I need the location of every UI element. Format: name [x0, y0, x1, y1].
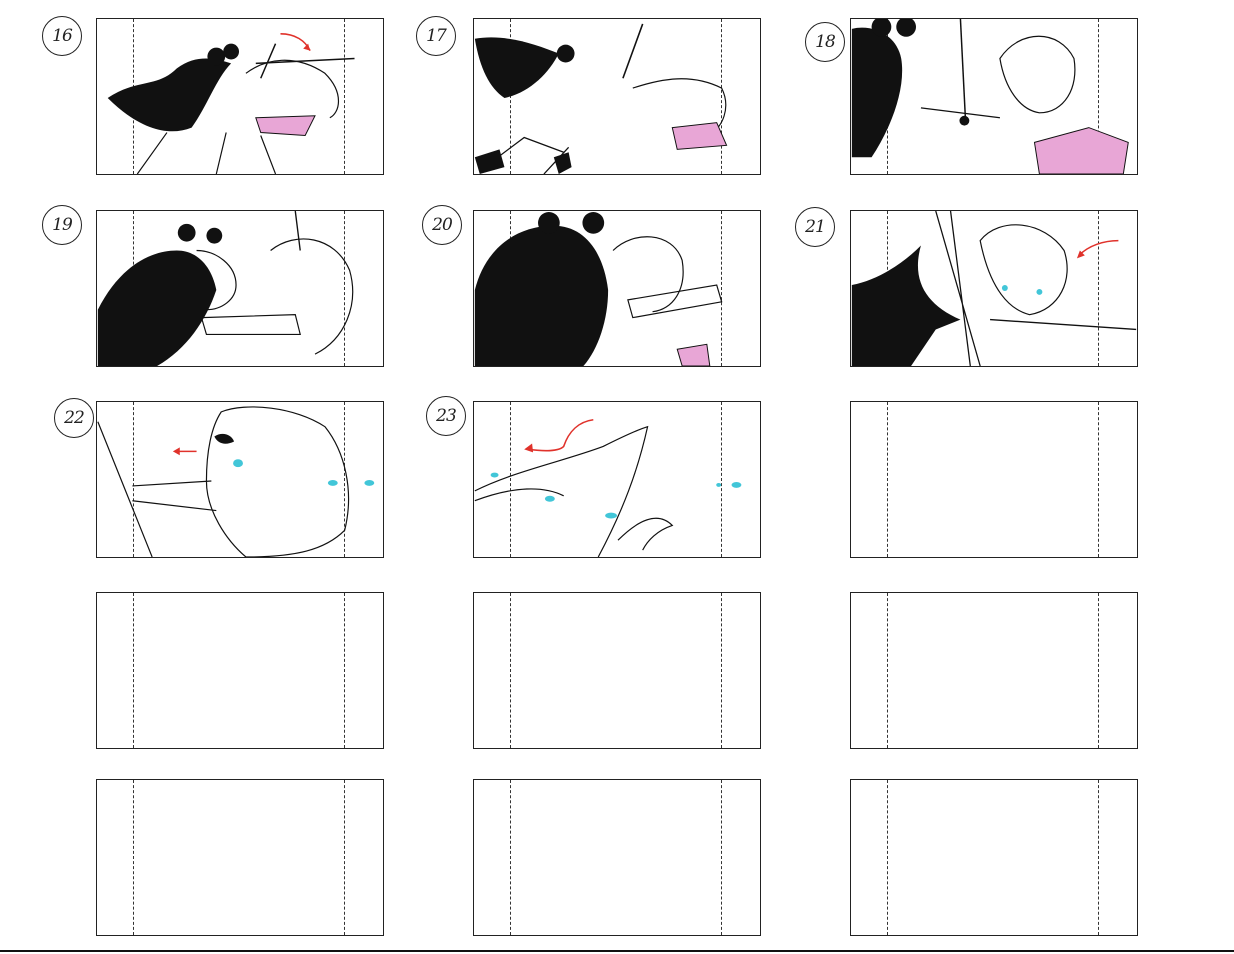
storyboard-panel-18[interactable] — [850, 18, 1138, 175]
storyboard-panel-16[interactable] — [96, 18, 384, 175]
safe-area-guide-right — [721, 593, 722, 748]
safe-area-guide-right — [344, 211, 345, 366]
safe-area-guide-right — [721, 402, 722, 557]
storyboard-panel-23[interactable] — [473, 401, 761, 558]
safe-area-guide-left — [887, 402, 888, 557]
safe-area-guide-left — [133, 402, 134, 557]
safe-area-guide-right — [721, 211, 722, 366]
sketch-crying-closeup — [97, 406, 375, 557]
safe-area-guide-left — [887, 780, 888, 935]
safe-area-guide-right — [344, 780, 345, 935]
safe-area-guide-right — [1098, 402, 1099, 557]
safe-area-guide-right — [344, 402, 345, 557]
safe-area-guide-right — [1098, 211, 1099, 366]
sketch-clash — [107, 33, 355, 174]
sketch-back-view — [474, 211, 723, 366]
sketch-sword-lock — [851, 19, 1129, 174]
panel-number-23: 23 — [426, 396, 466, 436]
safe-area-guide-right — [344, 593, 345, 748]
safe-area-guide-right — [1098, 19, 1099, 174]
panel-number-16: 16 — [42, 16, 82, 56]
safe-area-guide-left — [510, 593, 511, 748]
storyboard-panel-empty[interactable] — [96, 779, 384, 936]
storyboard-panel-empty[interactable] — [96, 592, 384, 749]
sketch-angry-glare — [851, 211, 1137, 366]
safe-area-guide-right — [721, 19, 722, 174]
storyboard-panel-19[interactable] — [96, 210, 384, 367]
safe-area-guide-right — [721, 780, 722, 935]
storyboard-panel-22[interactable] — [96, 401, 384, 558]
storyboard-panel-17[interactable] — [473, 18, 761, 175]
storyboard-panel-empty[interactable] — [473, 592, 761, 749]
sketch-grin-push — [97, 211, 354, 366]
safe-area-guide-right — [344, 19, 345, 174]
safe-area-guide-left — [887, 593, 888, 748]
page-bottom-rule — [0, 950, 1234, 952]
motion-arrow-icon — [1078, 239, 1119, 256]
panel-number-19: 19 — [42, 205, 82, 245]
panel-number-21: 21 — [795, 207, 835, 247]
storyboard-panel-20[interactable] — [473, 210, 761, 367]
storyboard-panel-empty[interactable] — [473, 779, 761, 936]
safe-area-guide-left — [510, 19, 511, 174]
panel-number-17: 17 — [416, 16, 456, 56]
panel-number-20: 20 — [422, 205, 462, 245]
sketch-hair-whip — [474, 418, 742, 557]
safe-area-guide-left — [133, 780, 134, 935]
safe-area-guide-left — [510, 402, 511, 557]
safe-area-guide-left — [133, 593, 134, 748]
storyboard-panel-21[interactable] — [850, 210, 1138, 367]
sketch-lunge — [474, 23, 728, 174]
storyboard-panel-empty[interactable] — [850, 401, 1138, 558]
panel-number-18: 18 — [805, 22, 845, 62]
motion-arrow-icon — [529, 418, 594, 452]
safe-area-guide-right — [1098, 593, 1099, 748]
safe-area-guide-left — [510, 780, 511, 935]
storyboard-panel-empty[interactable] — [850, 592, 1138, 749]
safe-area-guide-right — [1098, 780, 1099, 935]
storyboard-panel-empty[interactable] — [850, 779, 1138, 936]
panel-number-22: 22 — [54, 398, 94, 438]
